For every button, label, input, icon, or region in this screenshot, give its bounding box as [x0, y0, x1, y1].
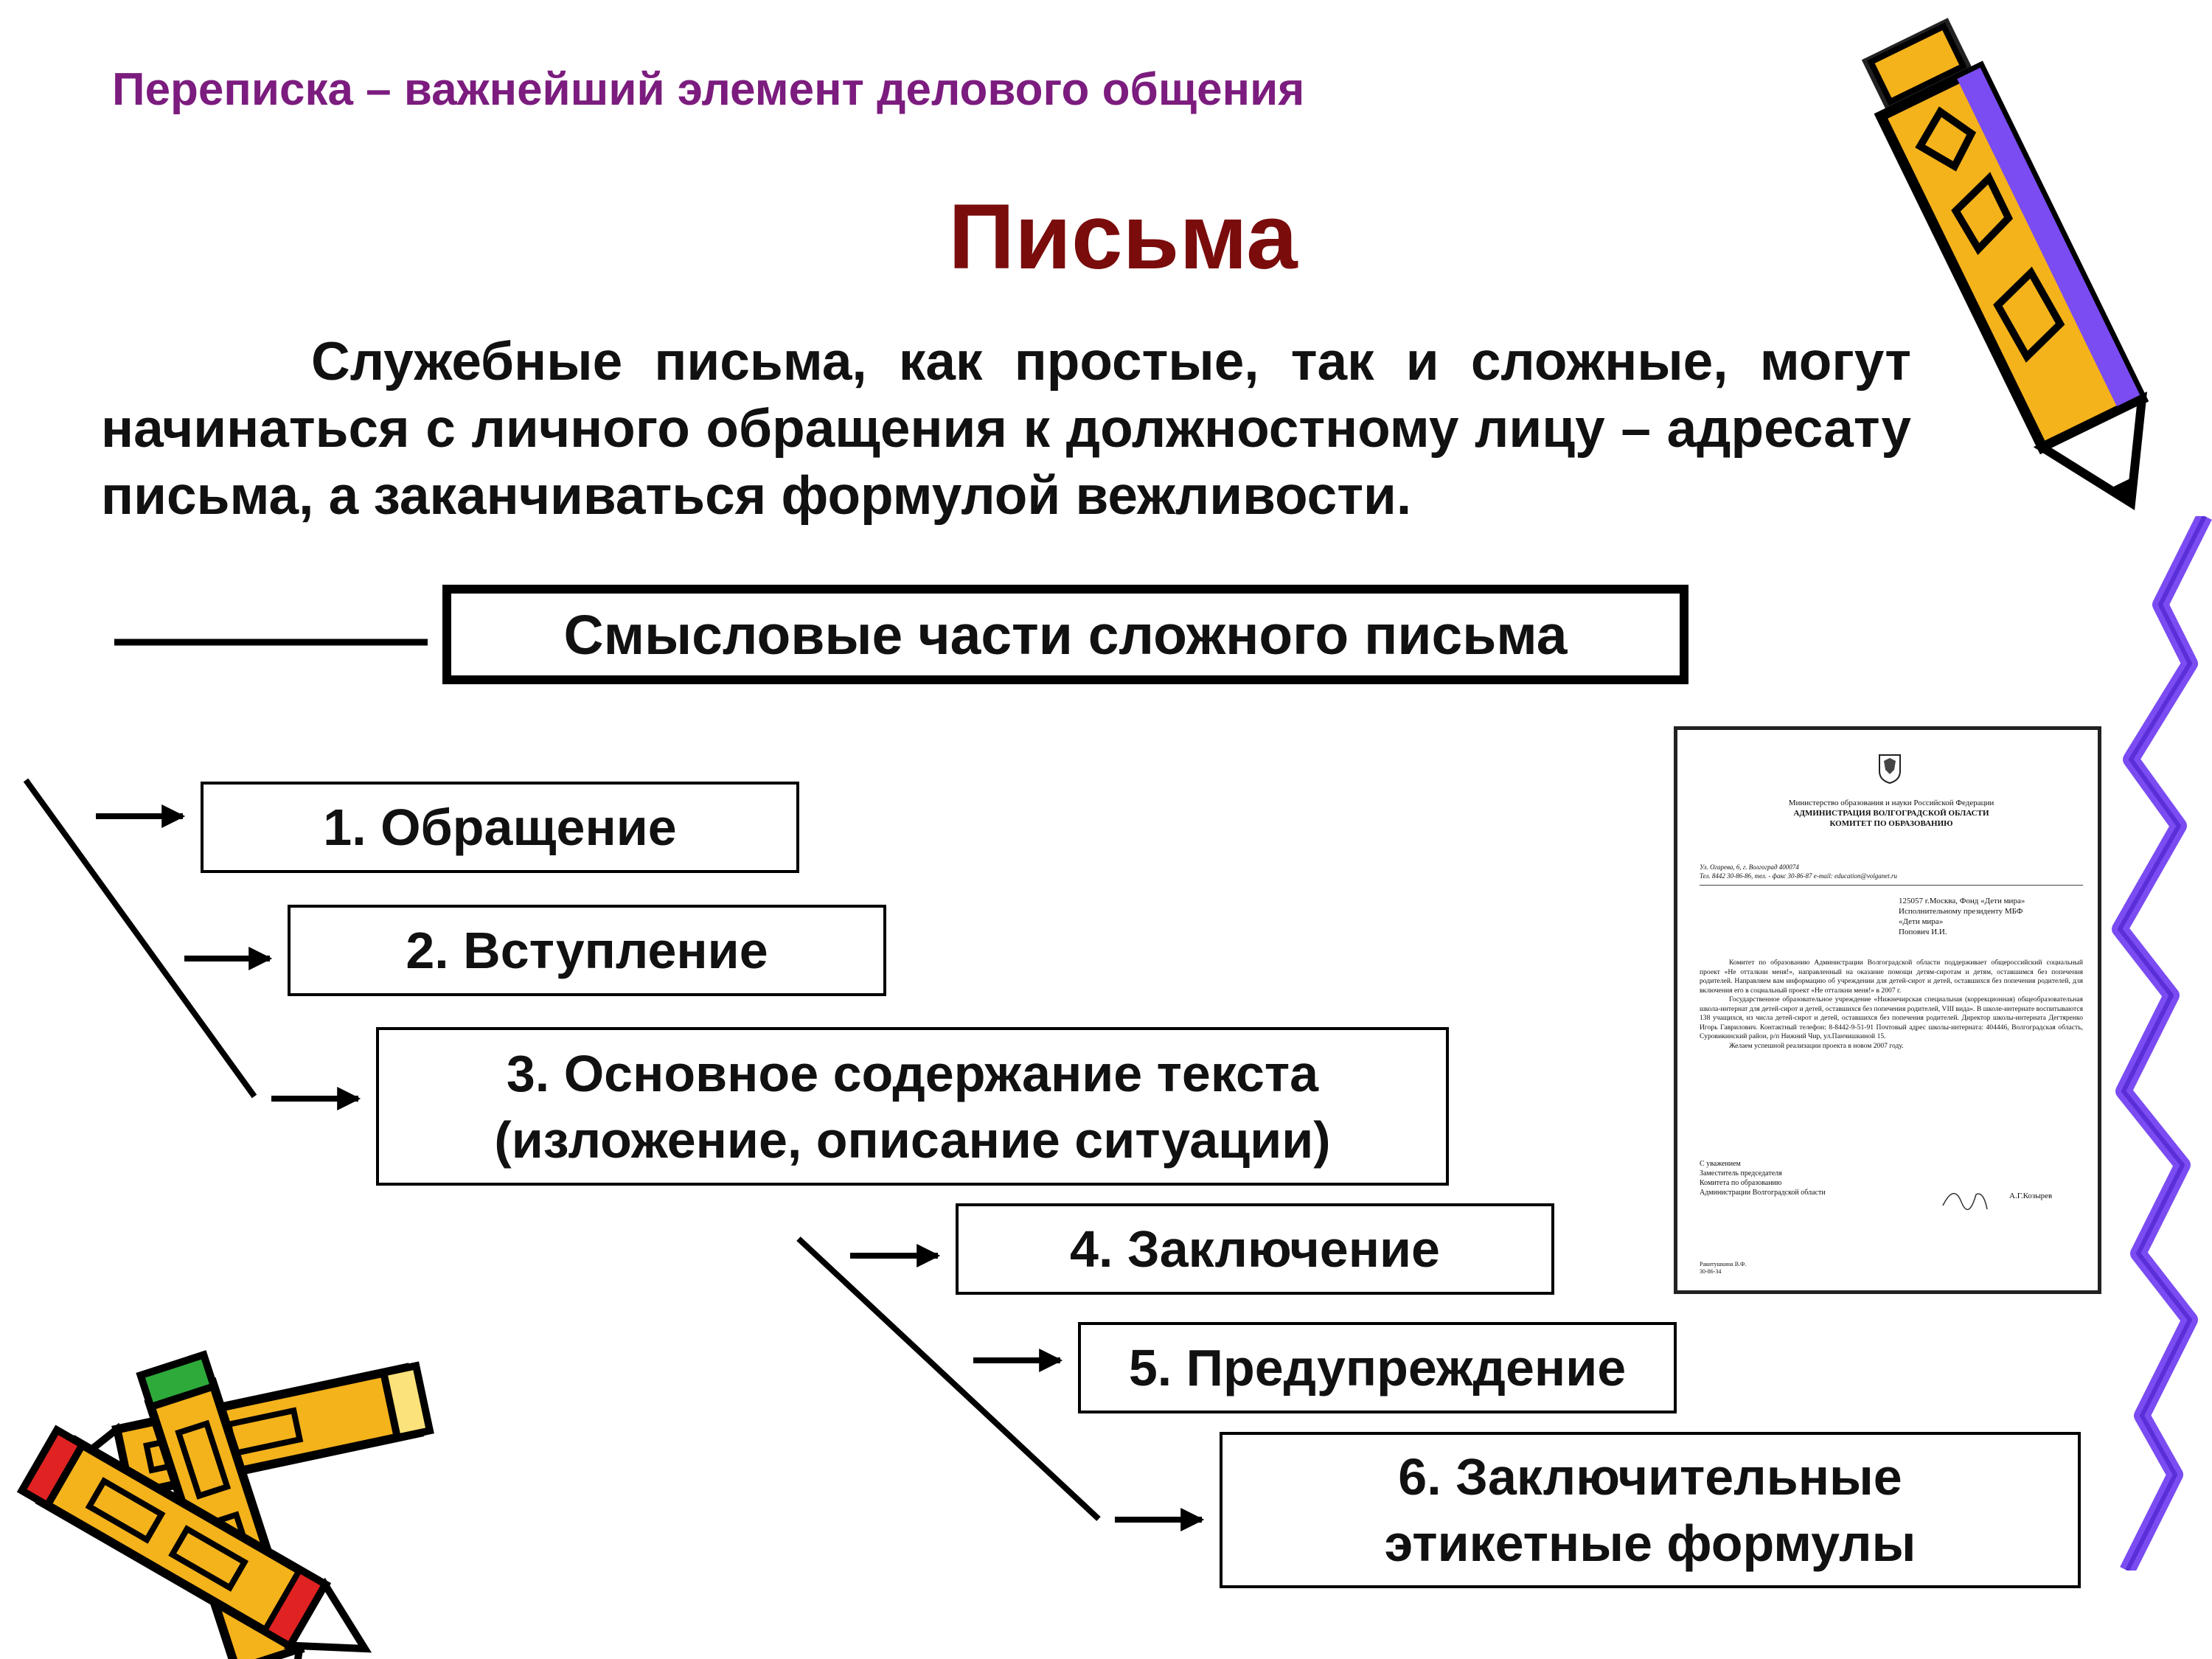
part-box-6: 6. Заключительные этикетные формулы	[1220, 1432, 2081, 1588]
slide-title-text: Письма	[948, 186, 1298, 288]
letter-phone: Тел. 8442 30-86-86, тел. - факс 30-86-87…	[1700, 872, 1898, 880]
crossed-pencils-icon	[16, 1350, 434, 1659]
letter-org-3: КОМИТЕТ ПО ОБРАЗОВАНИЮ	[1829, 819, 1953, 828]
part-label: 4. Заключение	[1070, 1220, 1440, 1278]
group-line-1	[23, 778, 257, 1099]
group-line-2	[796, 1237, 1101, 1521]
part-box-1: 1. Обращение	[201, 782, 799, 873]
part-label: 2. Вступление	[406, 922, 768, 979]
part-label: 6. Заключительные этикетные формулы	[1384, 1448, 1916, 1572]
slide-title: Письма	[0, 184, 2212, 290]
letter-recipient-3: «Дети мира»	[1899, 917, 1944, 926]
part-box-2: 2. Вступление	[288, 905, 886, 996]
part-box-3: 3. Основное содержание текста (изложение…	[376, 1027, 1449, 1186]
letter-recipient-4: Попович И.И.	[1899, 928, 1947, 936]
letter-body-1: Комитет по образованию Администрации Вол…	[1700, 959, 2083, 995]
letter-body-3: Желаем успешной реализации проекта в нов…	[1729, 1041, 1904, 1050]
part-label: 3. Основное содержание текста (изложение…	[494, 1044, 1331, 1169]
letter-closing-2: Заместитель председателя	[1700, 1169, 1782, 1178]
letter-org-1: Министерство образования и науки Российс…	[1788, 799, 1994, 807]
part-box-5: 5. Предупреждение	[1078, 1322, 1677, 1413]
letter-closing-1: С уважением	[1700, 1160, 1741, 1168]
letter-body-2: Государственное образовательное учрежден…	[1700, 995, 2083, 1040]
signature-icon	[1942, 1193, 1988, 1211]
letter-rule	[1700, 885, 2083, 886]
letter-recipient-1: 125057 г.Москва, Фонд «Дети мира»	[1899, 897, 2025, 905]
letter-recipient-2: Исполнительному президенту МБФ	[1899, 907, 2023, 916]
emblem-icon	[1879, 754, 1901, 785]
heading-box: Смысловые части сложного письма	[442, 585, 1688, 684]
letter-executor-phone: 30-86-34	[1700, 1268, 1722, 1275]
pencil-icon	[1861, 18, 2149, 511]
intro-paragraph: Служебные письма, как простые, так и сло…	[101, 332, 1911, 526]
part-label: 1. Обращение	[323, 799, 677, 856]
squiggle-decoration	[2112, 516, 2212, 1571]
letter-executor-name: Ракитушкина В.Ф.	[1700, 1261, 1747, 1267]
letter-address: Ул. Огарева, 6, г. Волгоград 400074	[1700, 863, 1799, 871]
letter-closing-4: Администрации Волгоградской области	[1700, 1189, 1826, 1197]
letter-org-2: АДМИНИСТРАЦИЯ ВОЛГОГРАДСКОЙ ОБЛАСТИ	[1793, 809, 1989, 818]
part-box-4: 4. Заключение	[956, 1203, 1554, 1295]
letter-signer: А.Г.Козырев	[2009, 1192, 2053, 1200]
letter-closing-3: Комитета по образованию	[1700, 1179, 1782, 1187]
slide-topic: Переписка – важнейший элемент делового о…	[112, 64, 1305, 115]
letter-image: Министерство образования и науки Российс…	[1674, 726, 2101, 1294]
heading-text: Смысловые части сложного письма	[563, 603, 1568, 666]
part-label: 5. Предупреждение	[1128, 1339, 1627, 1397]
